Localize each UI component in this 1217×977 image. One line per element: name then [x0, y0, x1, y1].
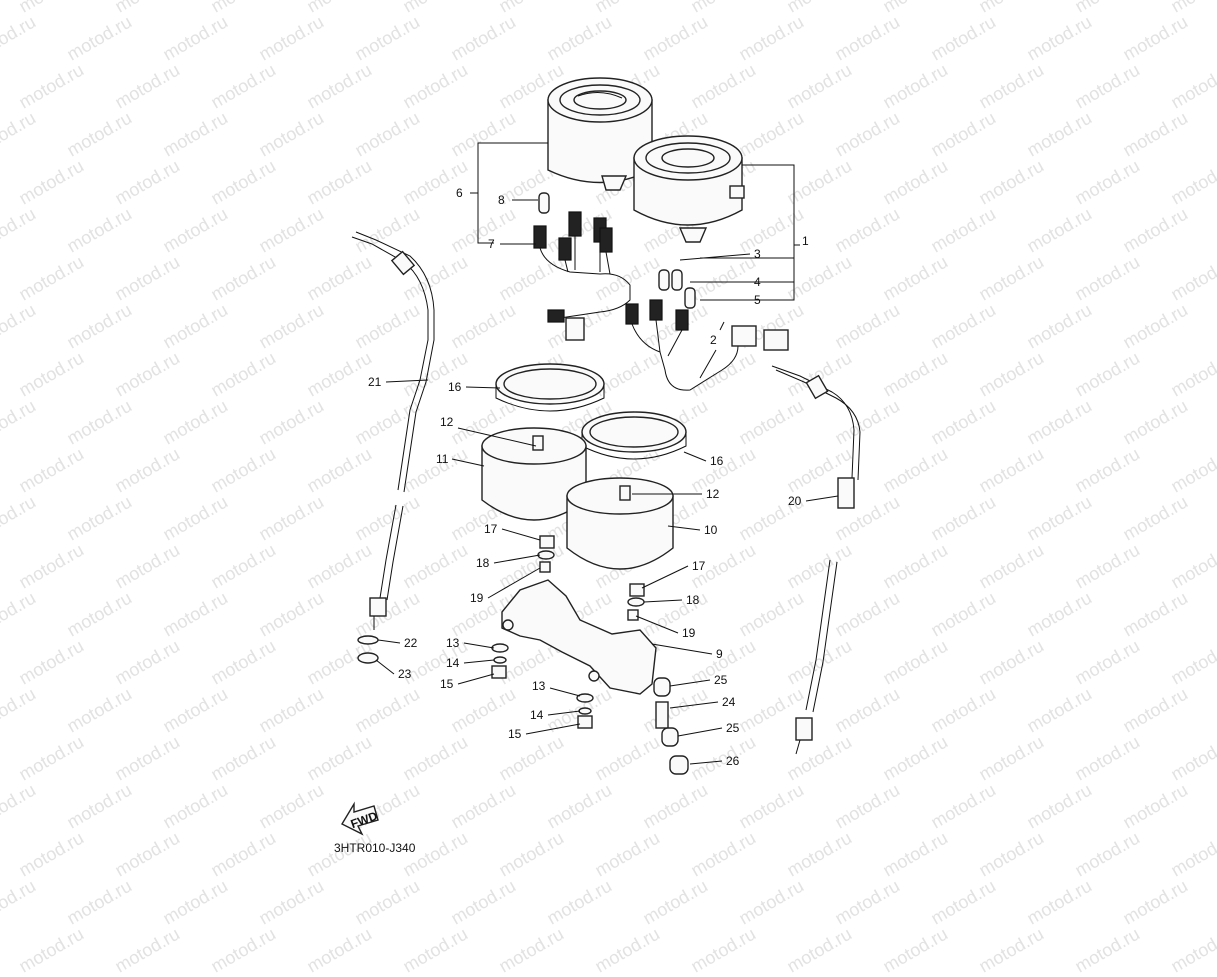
meter-assembly-right — [633, 135, 745, 243]
leader-lines — [375, 142, 839, 765]
watermark-text: motod.ru — [207, 923, 280, 977]
bulb-sockets-left — [533, 192, 631, 341]
leader-line — [635, 615, 679, 634]
meter-case-left — [481, 427, 587, 521]
leader-line — [669, 679, 711, 687]
meter-assembly-left — [547, 77, 653, 191]
watermark-text: motod.ru — [687, 923, 760, 977]
leader-line — [683, 451, 707, 462]
leader-line — [377, 639, 401, 644]
callout-label-16: 16 — [710, 454, 724, 468]
speedometer-cable — [351, 231, 435, 630]
callout-label-12: 12 — [706, 487, 720, 501]
leader-line — [669, 701, 719, 709]
parts-drawing: FWD 123456789101112121313141415151616171… — [334, 77, 861, 855]
callout-labels: 1234567891011121213131414151516161717181… — [368, 186, 809, 768]
leader-line — [470, 142, 548, 244]
callout-label-20: 20 — [788, 494, 802, 508]
watermark-text: motod.ru — [1167, 923, 1217, 977]
leader-line — [677, 727, 723, 737]
leader-line — [463, 642, 495, 649]
leader-line — [375, 659, 395, 675]
callout-label-25: 25 — [726, 721, 740, 735]
callout-label-15: 15 — [508, 727, 522, 741]
watermark-text: motod.ru — [399, 923, 472, 977]
watermark-text: motod.ru — [495, 923, 568, 977]
callout-label-10: 10 — [704, 523, 718, 537]
callout-label-11: 11 — [436, 452, 449, 466]
meter-ring-left — [495, 363, 605, 412]
leader-line — [700, 164, 800, 301]
callout-label-8: 8 — [498, 193, 505, 207]
meter-case-right — [566, 477, 674, 570]
callout-label-3: 3 — [754, 247, 761, 261]
leader-line — [457, 673, 495, 685]
leader-line — [457, 427, 537, 447]
fwd-arrow-icon: FWD — [341, 801, 380, 836]
leader-line — [689, 760, 723, 765]
leader-line — [641, 565, 689, 589]
meter-bracket — [501, 579, 657, 695]
callout-label-5: 5 — [754, 293, 761, 307]
leader-line — [465, 386, 501, 389]
callout-label-1: 1 — [802, 234, 809, 248]
callout-label-2: 2 — [710, 333, 717, 347]
watermark-text: motod.ru — [975, 923, 1048, 977]
callout-label-18: 18 — [476, 556, 490, 570]
callout-label-26: 26 — [726, 754, 740, 768]
watermark-text: motod.ru — [15, 923, 88, 977]
leader-line — [451, 458, 485, 467]
callout-label-12: 12 — [440, 415, 454, 429]
callout-label-4: 4 — [754, 275, 761, 289]
callout-label-6: 6 — [456, 186, 463, 200]
callout-label-17: 17 — [692, 559, 706, 573]
leader-line — [805, 495, 839, 502]
watermark-text: motod.ru — [879, 923, 952, 977]
leader-line — [487, 567, 541, 599]
callout-label-16: 16 — [448, 380, 462, 394]
leader-line — [679, 253, 751, 261]
callout-label-14: 14 — [530, 708, 544, 722]
callout-label-18: 18 — [686, 593, 700, 607]
leader-line — [547, 710, 581, 716]
leader-line — [667, 525, 701, 531]
callout-label-17: 17 — [484, 522, 498, 536]
callout-label-22: 22 — [404, 636, 418, 650]
watermark-text: motod.ru — [111, 923, 184, 977]
callout-label-13: 13 — [532, 679, 546, 693]
callout-label-13: 13 — [446, 636, 460, 650]
leader-line — [493, 554, 541, 564]
leader-line — [699, 321, 725, 379]
leader-line — [643, 599, 683, 603]
callout-label-23: 23 — [398, 667, 412, 681]
leader-line — [651, 643, 713, 655]
leader-line — [463, 659, 495, 664]
leader-line — [525, 723, 581, 735]
leader-line — [501, 528, 541, 541]
meter-ring-right — [581, 411, 687, 460]
leader-line — [385, 379, 429, 383]
tachometer-cable — [771, 365, 861, 755]
callout-label-19: 19 — [682, 626, 696, 640]
hardware-small-parts — [357, 535, 689, 775]
callout-label-19: 19 — [470, 591, 484, 605]
watermark-text: motod.ru — [783, 923, 856, 977]
callout-label-14: 14 — [446, 656, 460, 670]
diagram-code: 3HTR010-J340 — [334, 841, 416, 855]
watermark-text: motod.ru — [303, 923, 376, 977]
leader-line — [549, 687, 581, 697]
callout-label-24: 24 — [722, 695, 736, 709]
bulb-sockets-right — [625, 269, 789, 391]
watermark-text: motod.ru — [591, 923, 664, 977]
watermark-text: motod.ru — [1071, 923, 1144, 977]
callout-label-9: 9 — [716, 647, 723, 661]
callout-label-7: 7 — [488, 237, 495, 251]
callout-label-15: 15 — [440, 677, 454, 691]
callout-label-25: 25 — [714, 673, 728, 687]
callout-label-21: 21 — [368, 375, 382, 389]
